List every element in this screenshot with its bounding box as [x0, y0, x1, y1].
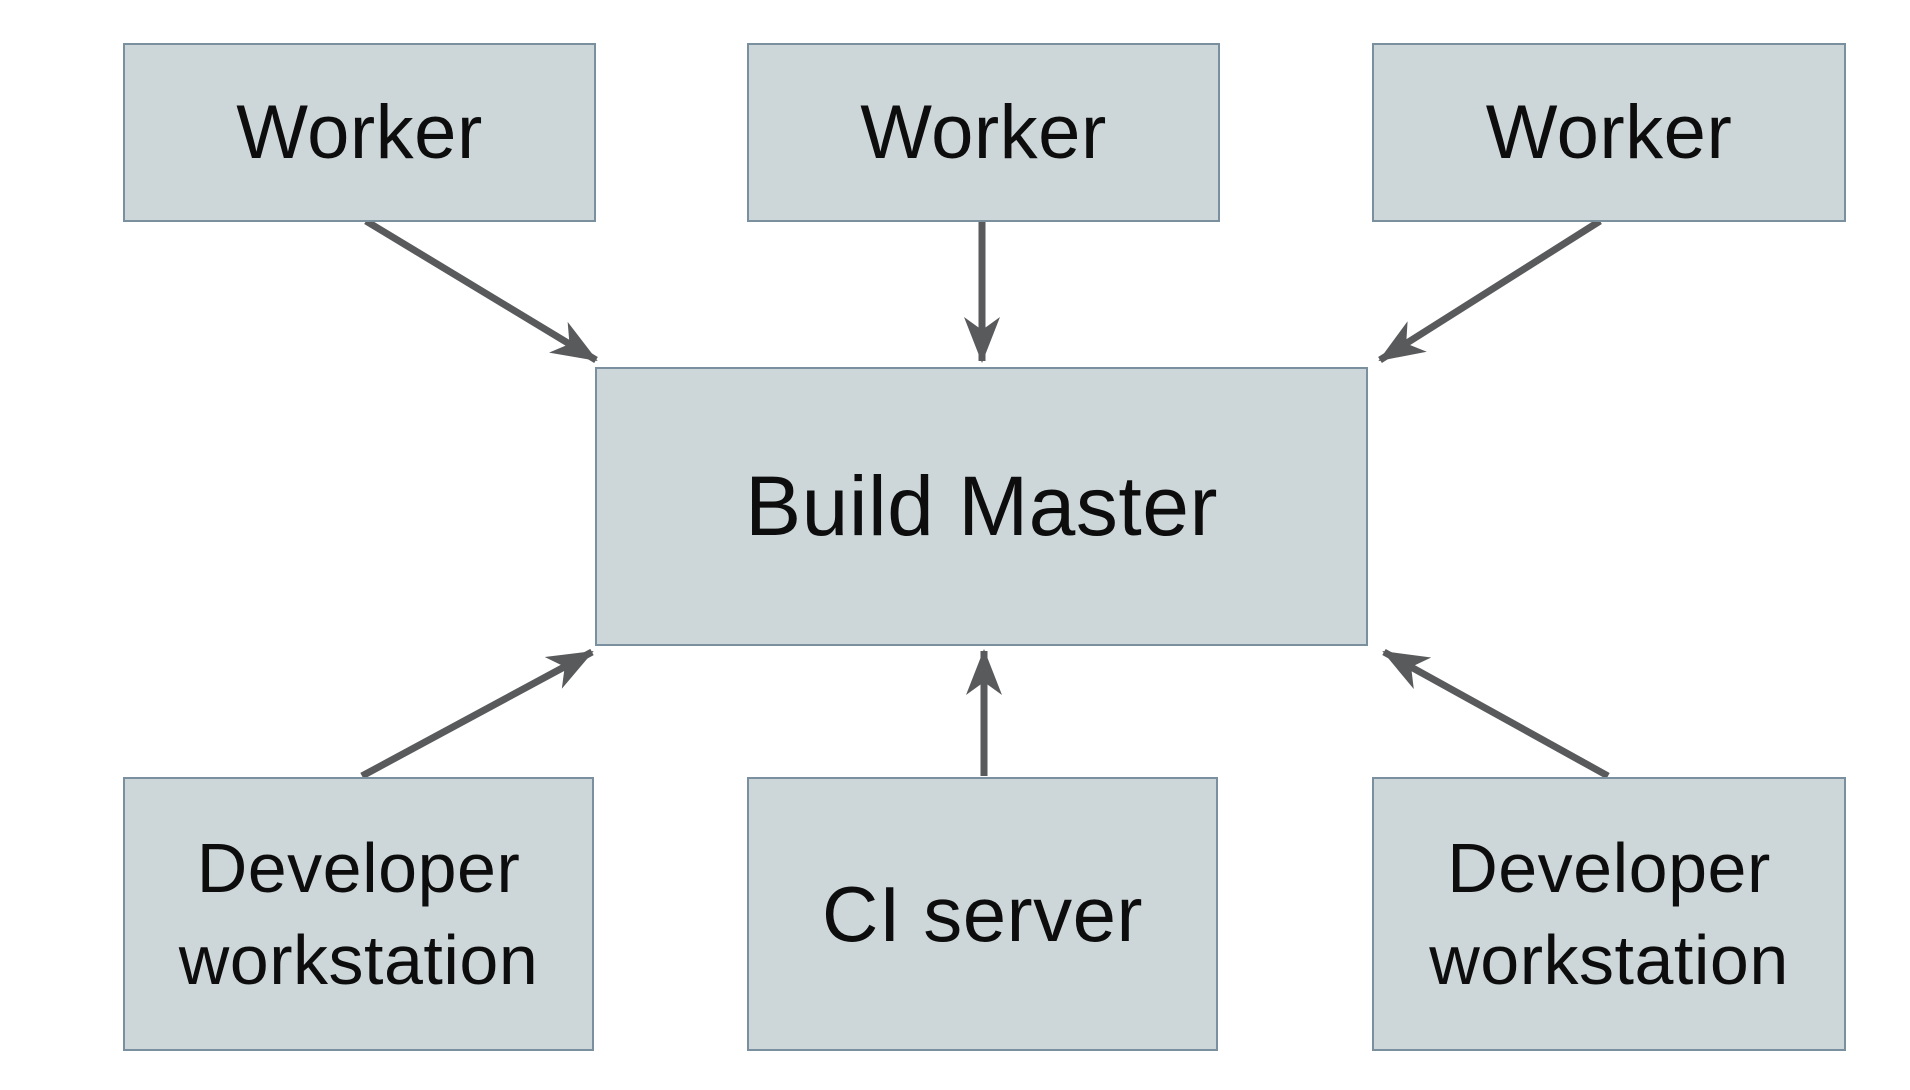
- node-developer-workstation-right: Developer workstation: [1372, 777, 1846, 1051]
- node-developer-workstation-right-label: Developer workstation: [1429, 828, 1789, 999]
- node-developer-workstation-left: Developer workstation: [123, 777, 594, 1051]
- node-worker-2: Worker: [747, 43, 1220, 222]
- node-build-master: Build Master: [595, 367, 1368, 646]
- node-ci-server-label: CI server: [822, 869, 1143, 958]
- node-worker-1: Worker: [123, 43, 596, 222]
- edge-worker-1-to-build-master: [364, 218, 598, 363]
- node-worker-3: Worker: [1372, 43, 1846, 222]
- node-ci-server: CI server: [747, 777, 1218, 1051]
- node-worker-2-label: Worker: [860, 90, 1107, 175]
- node-developer-workstation-left-label: Developer workstation: [178, 828, 539, 999]
- node-build-master-label: Build Master: [745, 459, 1218, 553]
- edge-developer-workstation-left-to-build-master: [360, 648, 594, 780]
- node-worker-3-label: Worker: [1485, 90, 1733, 175]
- node-worker-1-label: Worker: [236, 90, 483, 175]
- edge-worker-3-to-build-master: [1378, 218, 1602, 363]
- edge-developer-workstation-right-to-build-master: [1382, 648, 1610, 780]
